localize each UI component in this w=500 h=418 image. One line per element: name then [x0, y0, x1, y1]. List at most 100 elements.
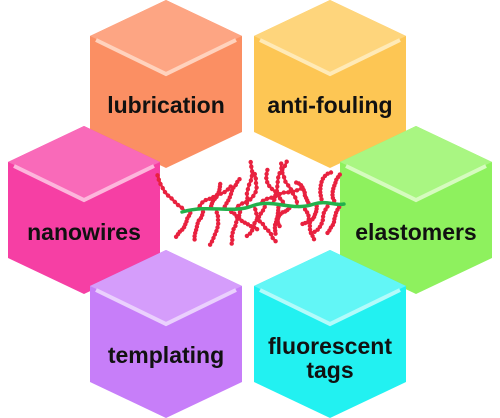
polymer-bead [311, 237, 317, 242]
polymer-bead [282, 163, 288, 169]
polymer-bead [244, 233, 250, 239]
polymer-bead [266, 228, 271, 233]
polymer-bead [214, 210, 219, 215]
hexagon-anti-fouling: anti-fouling [254, 0, 406, 168]
polymer-bead [323, 207, 328, 212]
polymer-bead [272, 197, 277, 202]
polymer-bead [321, 210, 326, 216]
polymer-bead [228, 191, 234, 197]
polymer-bead [256, 214, 262, 220]
polymer-bead [325, 171, 330, 176]
polymer-bead [279, 166, 284, 171]
polymer-bead [265, 180, 270, 185]
polymer-bead [229, 234, 235, 239]
hexagon-nanowires: nanowires [8, 126, 160, 294]
polymer-bead [280, 170, 285, 175]
polymer-bead [237, 209, 243, 215]
polymer-bead [175, 202, 181, 208]
polymer-bead [247, 231, 253, 236]
polymer-bead [294, 199, 300, 205]
polymer-bead [279, 161, 284, 166]
polymer-bead [258, 211, 263, 216]
polymer-bead [254, 185, 259, 190]
polymer-bead [212, 232, 218, 237]
polymer-bead [216, 221, 221, 226]
polymer-bead [260, 221, 266, 227]
polymer-bead [203, 197, 208, 203]
bottlebrush-polymer-icon [155, 159, 346, 247]
polymer-bead [284, 159, 289, 164]
polymer-bead [312, 229, 317, 234]
polymer-bead [236, 203, 241, 209]
polymer-bead [249, 173, 255, 179]
polymer-bead [253, 176, 258, 181]
polymer-bead [253, 180, 259, 186]
polymer-bead [249, 228, 255, 233]
polymer-bead [173, 234, 179, 239]
polymer-bead [214, 228, 219, 234]
polymer-bead [318, 193, 323, 198]
polymer-bead [248, 178, 254, 183]
polymer-bead [160, 185, 165, 191]
hexagon-fluorescent-tags-label: fluorescent [268, 333, 392, 359]
polymer-bead [286, 190, 291, 195]
polymer-bead [253, 207, 258, 212]
polymer-bead [244, 191, 250, 196]
hexagon-elastomers-label: elastomers [355, 219, 476, 245]
polymer-bead [245, 196, 250, 201]
polymer-bead [318, 186, 323, 191]
polymer-bead [309, 231, 314, 236]
polymer-bead [158, 181, 163, 187]
polymer-bead [306, 213, 311, 218]
hexagon-lubrication: lubrication [90, 0, 242, 168]
polymer-bead [319, 197, 324, 202]
polymer-bead [281, 175, 287, 180]
polymer-bead [264, 171, 269, 177]
hexagon-nanowires-highlight [13, 164, 155, 203]
polymer-bead [277, 196, 283, 201]
hexagon-templating: templating [90, 250, 242, 418]
polymer-bead [254, 217, 259, 223]
hexagon-lubrication-highlight [95, 38, 237, 77]
polymer-bead [215, 214, 221, 219]
hexagon-lubrication-label: lubrication [107, 92, 225, 118]
hexagon-fluorescent-tags-highlight [259, 288, 401, 327]
polymer-bead [245, 187, 251, 192]
hexagon-elastomers: elastomers [340, 126, 492, 294]
polymer-bead [328, 170, 334, 175]
hexagon-templating-highlight [95, 288, 237, 327]
polymer-bead [264, 175, 269, 181]
polymer-bead [320, 217, 325, 223]
polymer-bead [262, 204, 267, 210]
polymer-bead [197, 203, 202, 208]
polymer-bead [179, 205, 185, 210]
polymer-bead [315, 227, 320, 232]
polymer-bead [300, 221, 305, 227]
polymer-bead [172, 199, 178, 205]
polymer-bead [269, 186, 275, 192]
polymer-bead [307, 227, 313, 232]
polymer-bead [253, 189, 258, 195]
polymer-bead [254, 227, 260, 232]
polymer-bead [227, 195, 232, 200]
polymer-bead [280, 199, 285, 204]
polymer-bead [307, 223, 313, 229]
polymer-bead [275, 192, 280, 198]
polymer-bead [207, 242, 213, 247]
polymer-bead [237, 177, 242, 182]
polymer-bead [222, 189, 227, 195]
polymer-side-chains [155, 159, 343, 247]
polymer-bead [337, 172, 342, 177]
polymer-bead [283, 179, 288, 184]
polymer-bead [293, 195, 298, 200]
polymer-bead [248, 159, 253, 165]
polymer-bead [281, 190, 286, 195]
polymer-bead [236, 213, 242, 218]
polymer-bead [230, 230, 235, 235]
polymer-bead [263, 225, 268, 230]
polymer-bead [273, 231, 278, 236]
polymer-bead [230, 237, 235, 243]
polymer-bead [286, 183, 291, 188]
polymer-bead [200, 200, 205, 205]
polymer-bead [234, 220, 239, 225]
